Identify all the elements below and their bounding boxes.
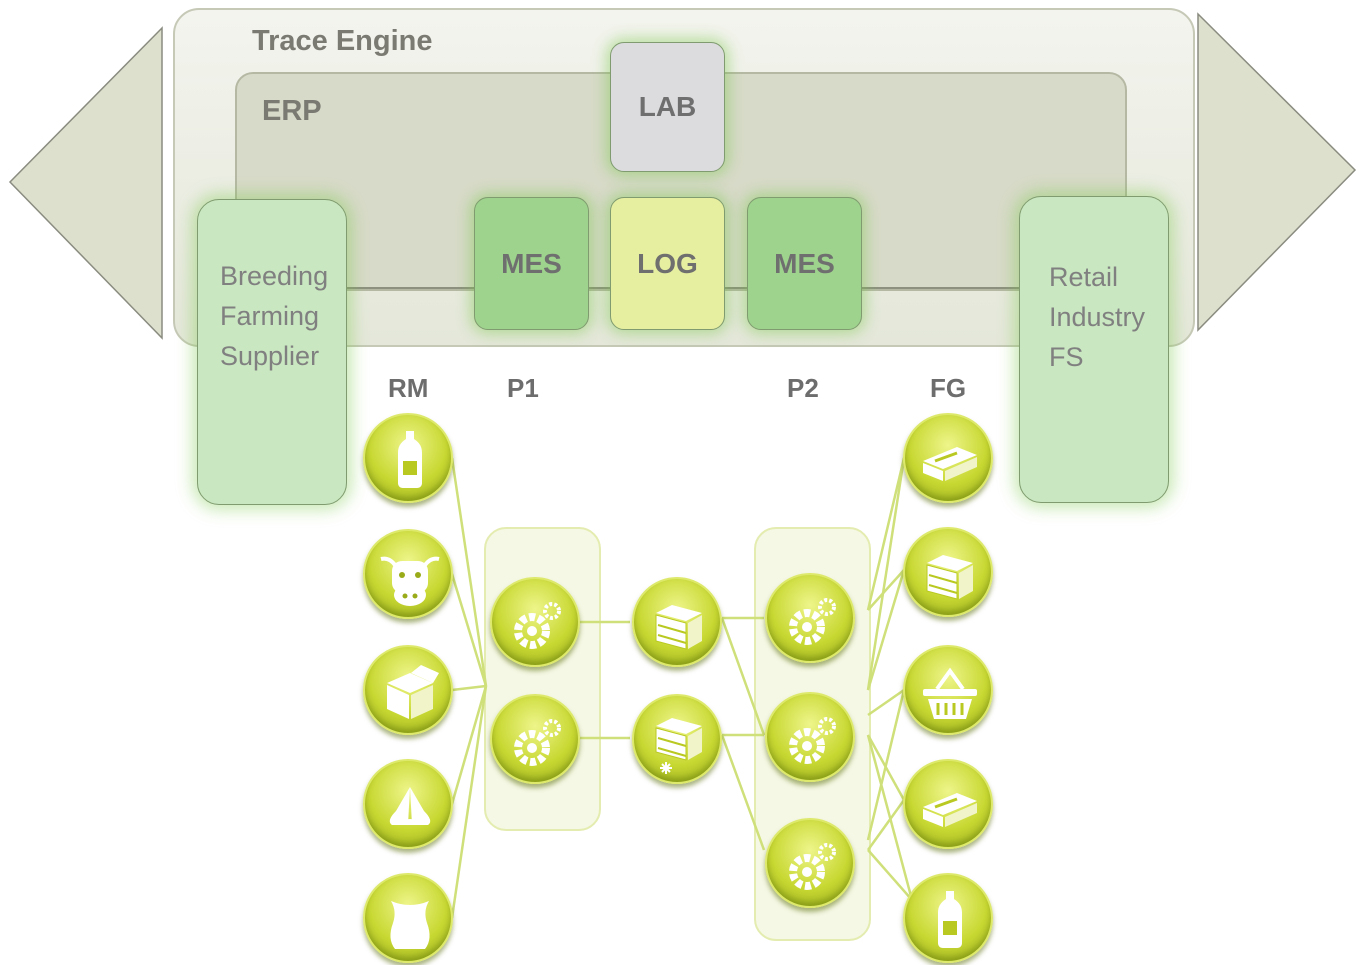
- mid-node-pallet[interactable]: [632, 577, 722, 667]
- fg-node-bottle[interactable]: [903, 873, 993, 963]
- p2-node-3[interactable]: [765, 818, 855, 908]
- bottle-icon: [398, 431, 422, 488]
- rm-node-cow[interactable]: [363, 529, 453, 619]
- erp-title: ERP: [262, 95, 322, 127]
- gears-icon: [789, 843, 836, 890]
- package-icon: [923, 447, 977, 481]
- gears-icon: [789, 717, 836, 764]
- gears-icon: [514, 602, 561, 649]
- downstream-line-3: FS: [1049, 342, 1084, 372]
- cow-icon: [380, 556, 440, 606]
- upstream-line-1: Breeding: [220, 261, 329, 291]
- lab-label: LAB: [638, 91, 697, 122]
- fg-node-package[interactable]: [903, 413, 993, 503]
- fg-node-pallet[interactable]: [903, 527, 993, 617]
- p1-node-2[interactable]: [490, 694, 580, 784]
- p1-header: P1: [507, 373, 539, 403]
- upstream-line-2: Farming: [220, 301, 320, 331]
- bottle-icon: [938, 891, 962, 948]
- fg-node-package-2[interactable]: [903, 759, 993, 849]
- p2-node-1[interactable]: [765, 573, 855, 663]
- mid-node-frozen-pallet[interactable]: [632, 694, 722, 784]
- mes-left-label: MES: [501, 247, 562, 279]
- package-icon: [923, 793, 977, 827]
- rm-node-bottle[interactable]: [363, 413, 453, 503]
- rm-header: RM: [388, 373, 429, 403]
- fg-header: FG: [930, 373, 967, 403]
- cheese-icon: [389, 787, 431, 825]
- upstream-line-3: Supplier: [220, 341, 320, 371]
- lab-module[interactable]: LAB: [610, 42, 725, 172]
- sack-icon: [390, 901, 430, 949]
- pallet-icon: [926, 555, 973, 600]
- right-arrow: [1197, 12, 1357, 332]
- p2-node-2[interactable]: [765, 692, 855, 782]
- left-arrow: [8, 26, 163, 340]
- downstream-panel[interactable]: Retail Industry FS: [1019, 196, 1169, 503]
- gears-icon: [789, 598, 836, 645]
- downstream-line-2: Industry: [1049, 302, 1146, 332]
- frozen-pallet-icon: [655, 718, 702, 774]
- log-module[interactable]: LOG: [610, 197, 725, 330]
- p1-node-1[interactable]: [490, 577, 580, 667]
- upstream-panel[interactable]: Breeding Farming Supplier: [197, 199, 347, 505]
- gears-icon: [514, 719, 561, 766]
- box-icon: [387, 665, 439, 719]
- rm-node-box[interactable]: [363, 645, 453, 735]
- downstream-line-1: Retail: [1049, 262, 1119, 292]
- mes-right-label: MES: [774, 247, 835, 279]
- pallet-icon: [655, 605, 702, 650]
- rm-node-sack[interactable]: [363, 873, 453, 963]
- basket-icon: [923, 667, 977, 719]
- trace-engine-title: Trace Engine: [252, 25, 433, 57]
- rm-node-cheese[interactable]: [363, 759, 453, 849]
- p2-header: P2: [787, 373, 819, 403]
- mes-right-module[interactable]: MES: [747, 197, 862, 330]
- log-label: LOG: [637, 247, 698, 279]
- mes-left-module[interactable]: MES: [474, 197, 589, 330]
- fg-node-basket[interactable]: [903, 645, 993, 735]
